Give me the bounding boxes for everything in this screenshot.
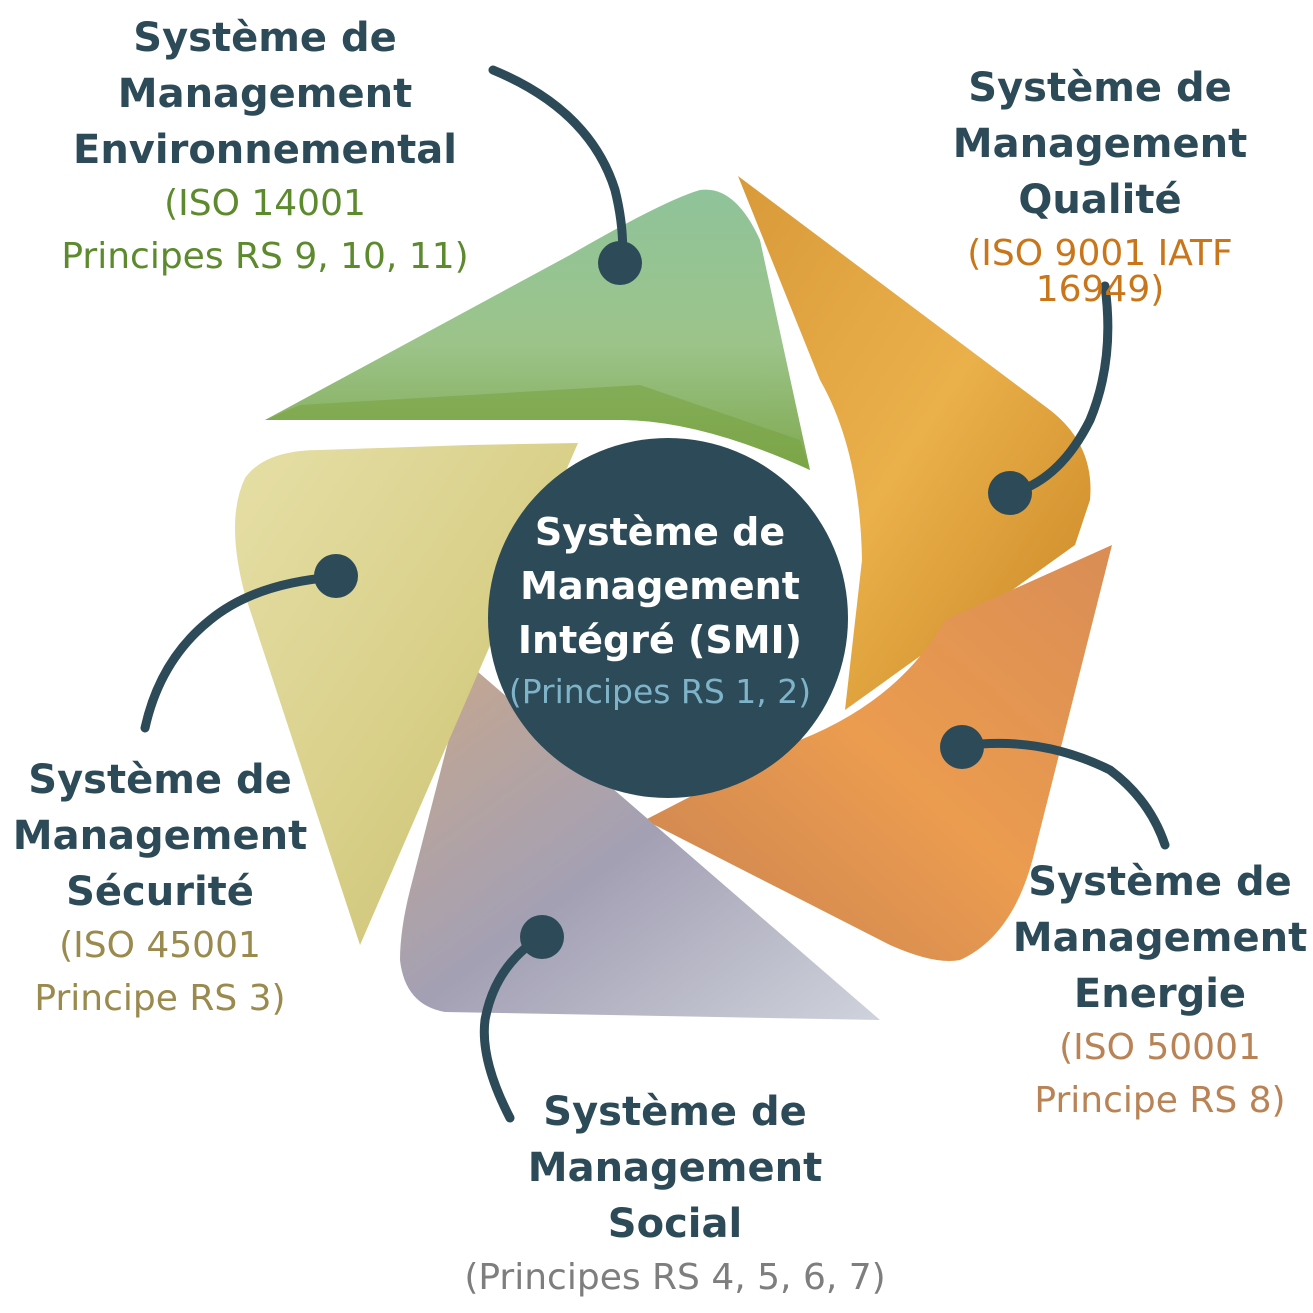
connector-dot-social bbox=[520, 915, 564, 959]
segment-subtitle-line: (Principes RS 4, 5, 6, 7) bbox=[464, 1257, 886, 1298]
connector-dot-qualite bbox=[988, 471, 1032, 515]
center-subtitle-line: (Principes RS 1, 2) bbox=[508, 672, 812, 711]
center-title-line: Management bbox=[520, 564, 800, 608]
center-circle bbox=[488, 438, 848, 798]
segment-title-line: Système de bbox=[1028, 859, 1292, 905]
segment-title-line: Management bbox=[117, 71, 413, 117]
segment-title-line: Energie bbox=[1073, 971, 1247, 1017]
segment-title-line: Système de bbox=[968, 65, 1232, 111]
connector-dot-environnement bbox=[598, 241, 642, 285]
segment-title-line: Management bbox=[952, 121, 1248, 167]
segment-qualite-shape bbox=[738, 176, 1091, 710]
center-title: Système de Management Intégré (SMI) bbox=[495, 513, 825, 659]
segment-subtitle-line: (ISO 50001 bbox=[1059, 1027, 1261, 1068]
segment-title-line: Sécurité bbox=[66, 869, 254, 915]
segment-title-line: Environnemental bbox=[73, 127, 457, 173]
segment-subtitle-line: (ISO 45001 bbox=[59, 925, 261, 966]
segment-energie-shape bbox=[645, 545, 1112, 961]
segment-title-line: Management bbox=[1012, 915, 1308, 961]
segment-title-line: Management bbox=[527, 1145, 823, 1191]
label-center: Système de Management Intégré (SMI) (Pri… bbox=[495, 513, 825, 725]
segment-title-line: Management bbox=[12, 813, 308, 859]
connector-dot-energie bbox=[940, 725, 984, 769]
center-title-line: Intégré (SMI) bbox=[517, 618, 803, 662]
segment-subtitle: (Principes RS 4, 5, 6, 7) bbox=[400, 1260, 950, 1296]
segment-subtitle-line: Principe RS 8) bbox=[1034, 1080, 1286, 1121]
segment-subtitle-line: Principe RS 3) bbox=[34, 978, 286, 1019]
segment-title-line: Système de bbox=[133, 15, 397, 61]
segment-title-line: Système de bbox=[28, 757, 292, 803]
connector-environnement bbox=[488, 65, 628, 270]
connector-dot-securite bbox=[314, 554, 358, 598]
segment-subtitle-line: Principes RS 9, 10, 11) bbox=[61, 236, 469, 277]
segment-title-line: Social bbox=[607, 1201, 743, 1247]
connector-securite bbox=[140, 572, 340, 733]
segment-environnement-ground bbox=[265, 385, 810, 470]
center-subtitle: (Principes RS 1, 2) bbox=[495, 675, 825, 708]
segment-title-line: Qualité bbox=[1018, 177, 1182, 223]
segment-subtitle-line: (ISO 9001 IATF 16949) bbox=[967, 233, 1233, 310]
connector-qualite bbox=[1007, 281, 1113, 498]
connector-social bbox=[479, 931, 547, 1123]
segment-subtitle-line: (ISO 14001 bbox=[164, 183, 366, 224]
segment-title-line: Système de bbox=[543, 1089, 807, 1135]
segment-social-shape bbox=[400, 665, 880, 1020]
center-title-line: Système de bbox=[534, 510, 786, 554]
connector-energie bbox=[957, 738, 1170, 850]
segment-subtitle: (ISO 9001 IATF 16949) bbox=[900, 236, 1300, 308]
